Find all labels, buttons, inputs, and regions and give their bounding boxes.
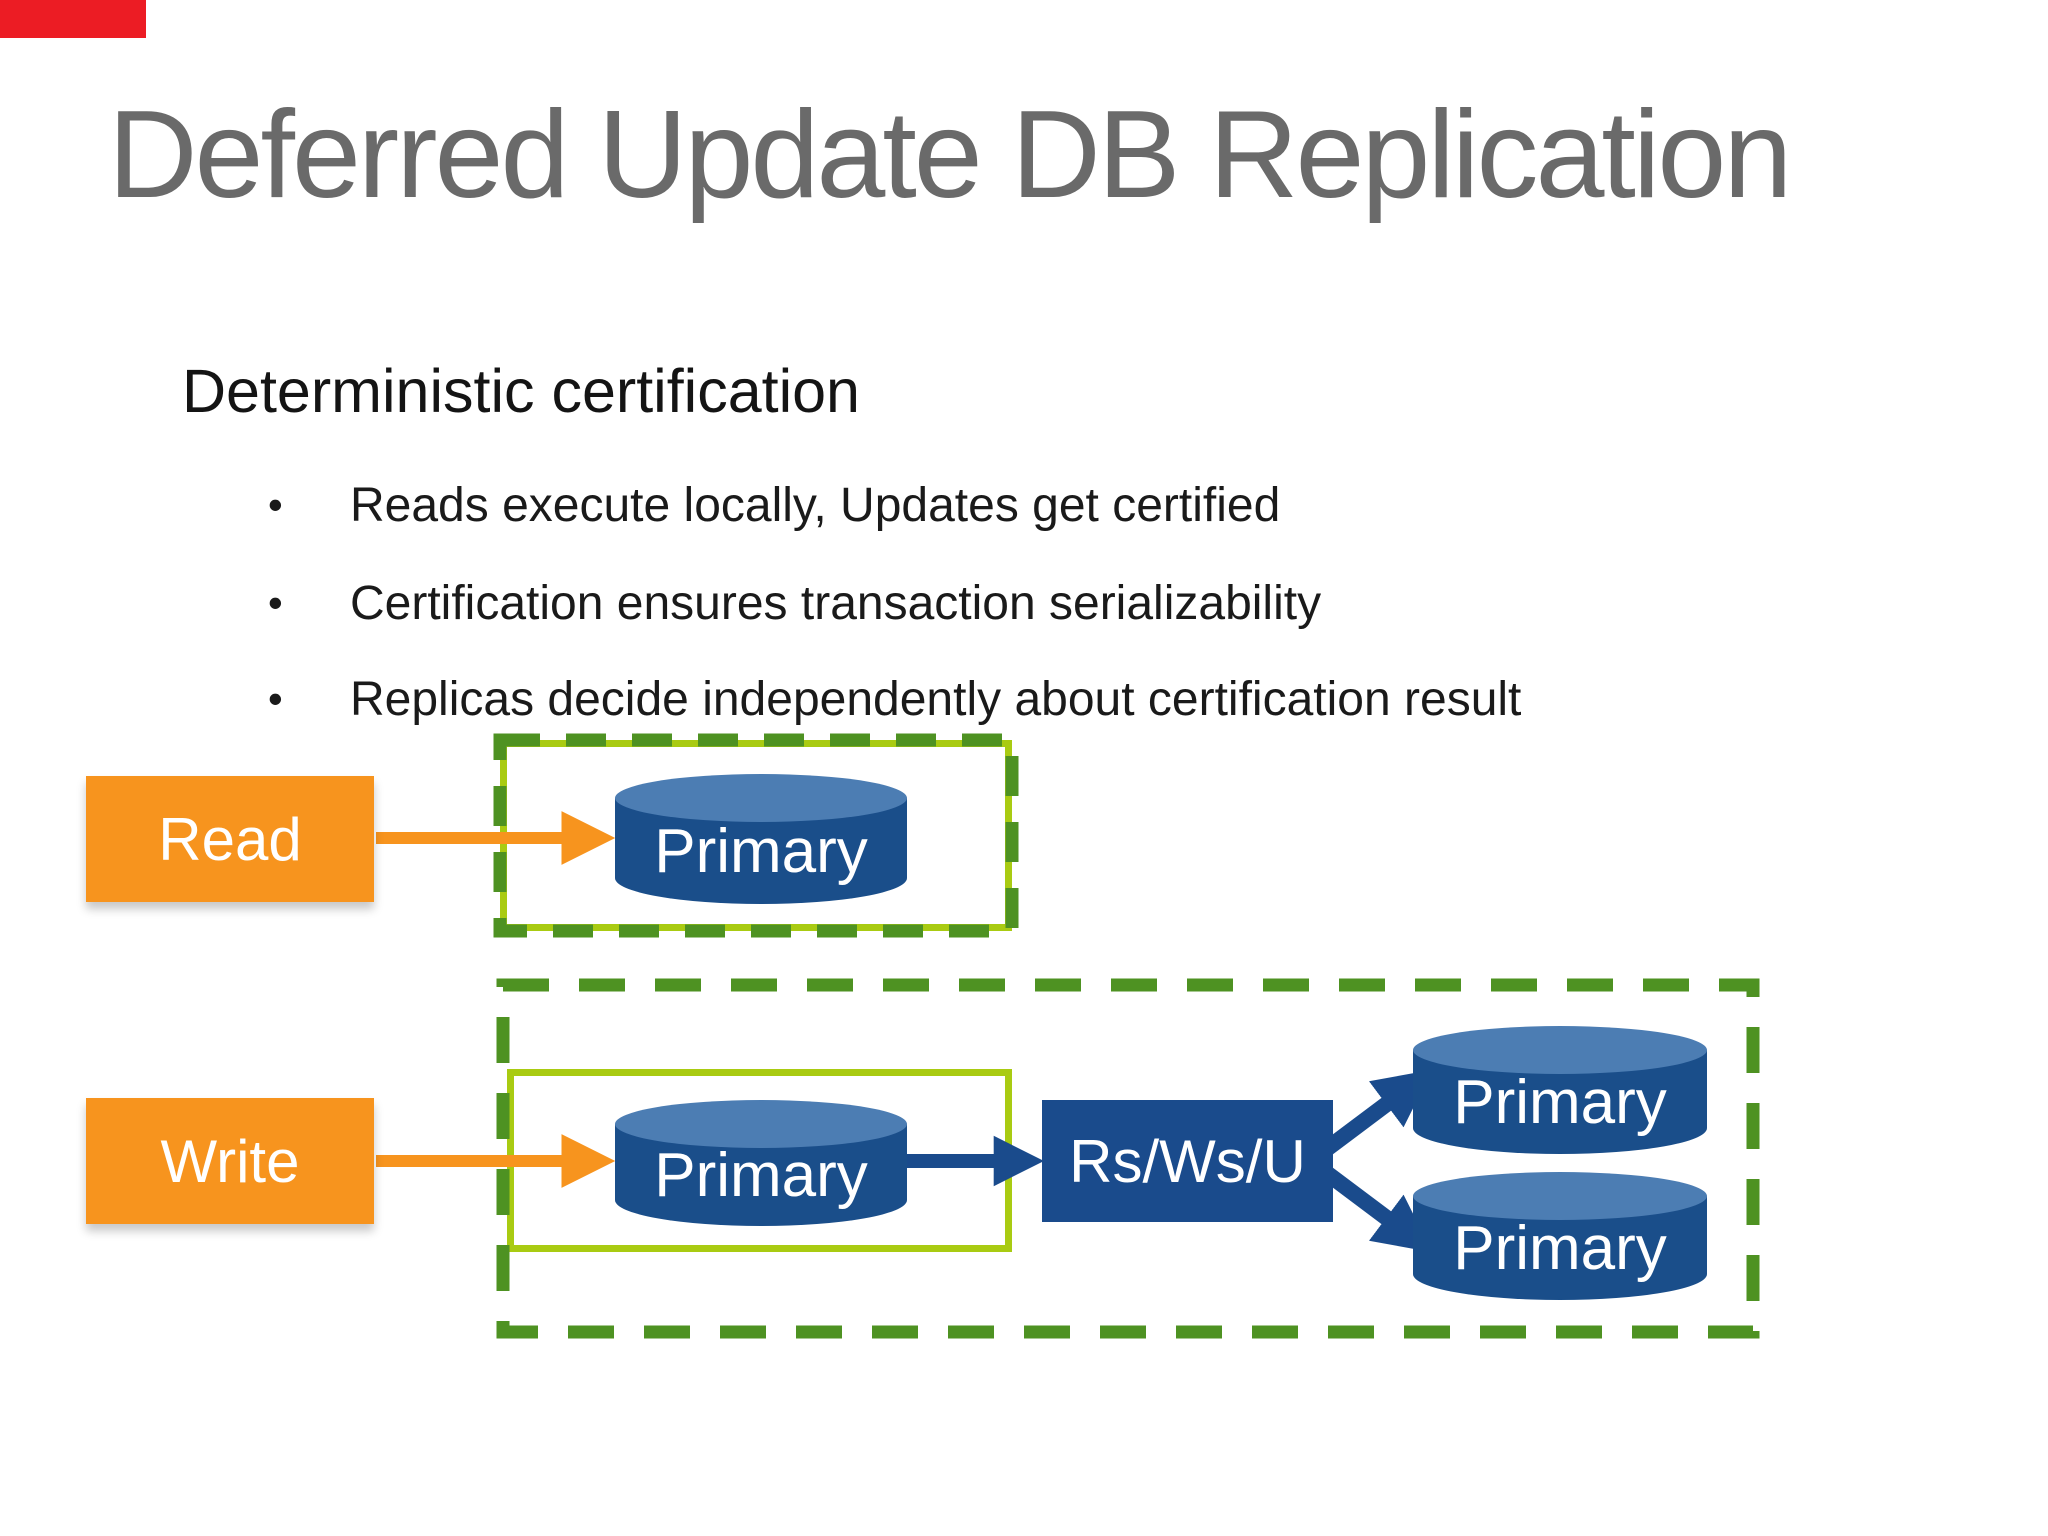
bullet-text: Certification ensures transaction serial… <box>350 577 1322 630</box>
bullet-text: Replicas decide independently about cert… <box>350 673 1522 726</box>
slide-accent-mark <box>0 0 146 38</box>
bullet-item: • Replicas decide independently about ce… <box>268 672 1521 727</box>
cylinder-top <box>615 774 907 822</box>
read-primary-db database-icon: Primary <box>615 774 907 904</box>
read-label-box: Read <box>86 776 374 902</box>
bullet-item: • Certification ensures transaction seri… <box>268 576 1321 631</box>
db-label: Primary <box>1453 1067 1667 1137</box>
bullet-dot: • <box>268 675 283 722</box>
section-heading: Deterministic certification <box>182 357 860 425</box>
write-primary-db database-icon: Primary <box>615 1100 907 1226</box>
cylinder-top <box>1413 1026 1707 1074</box>
bullet-text: Reads execute locally, Updates get certi… <box>350 479 1281 532</box>
db-label: Primary <box>654 817 868 886</box>
cylinder-top <box>1413 1172 1707 1220</box>
read-label: Read <box>158 805 302 873</box>
db-label: Primary <box>1453 1213 1667 1283</box>
slide-title: Deferred Update DB Replication <box>108 86 1792 224</box>
replica2-db database-icon: Primary <box>1413 1172 1707 1300</box>
db-label: Primary <box>654 1140 868 1210</box>
certifier-label: Rs/Ws/U <box>1069 1127 1306 1195</box>
bullet-dot: • <box>268 579 283 626</box>
write-label: Write <box>160 1127 300 1195</box>
bullet-item: • Reads execute locally, Updates get cer… <box>268 478 1280 533</box>
write-label-box: Write <box>86 1098 374 1224</box>
bullet-dot: • <box>268 481 283 528</box>
replica1-db database-icon: Primary <box>1413 1026 1707 1154</box>
certifier-box: Rs/Ws/U <box>1042 1100 1333 1222</box>
